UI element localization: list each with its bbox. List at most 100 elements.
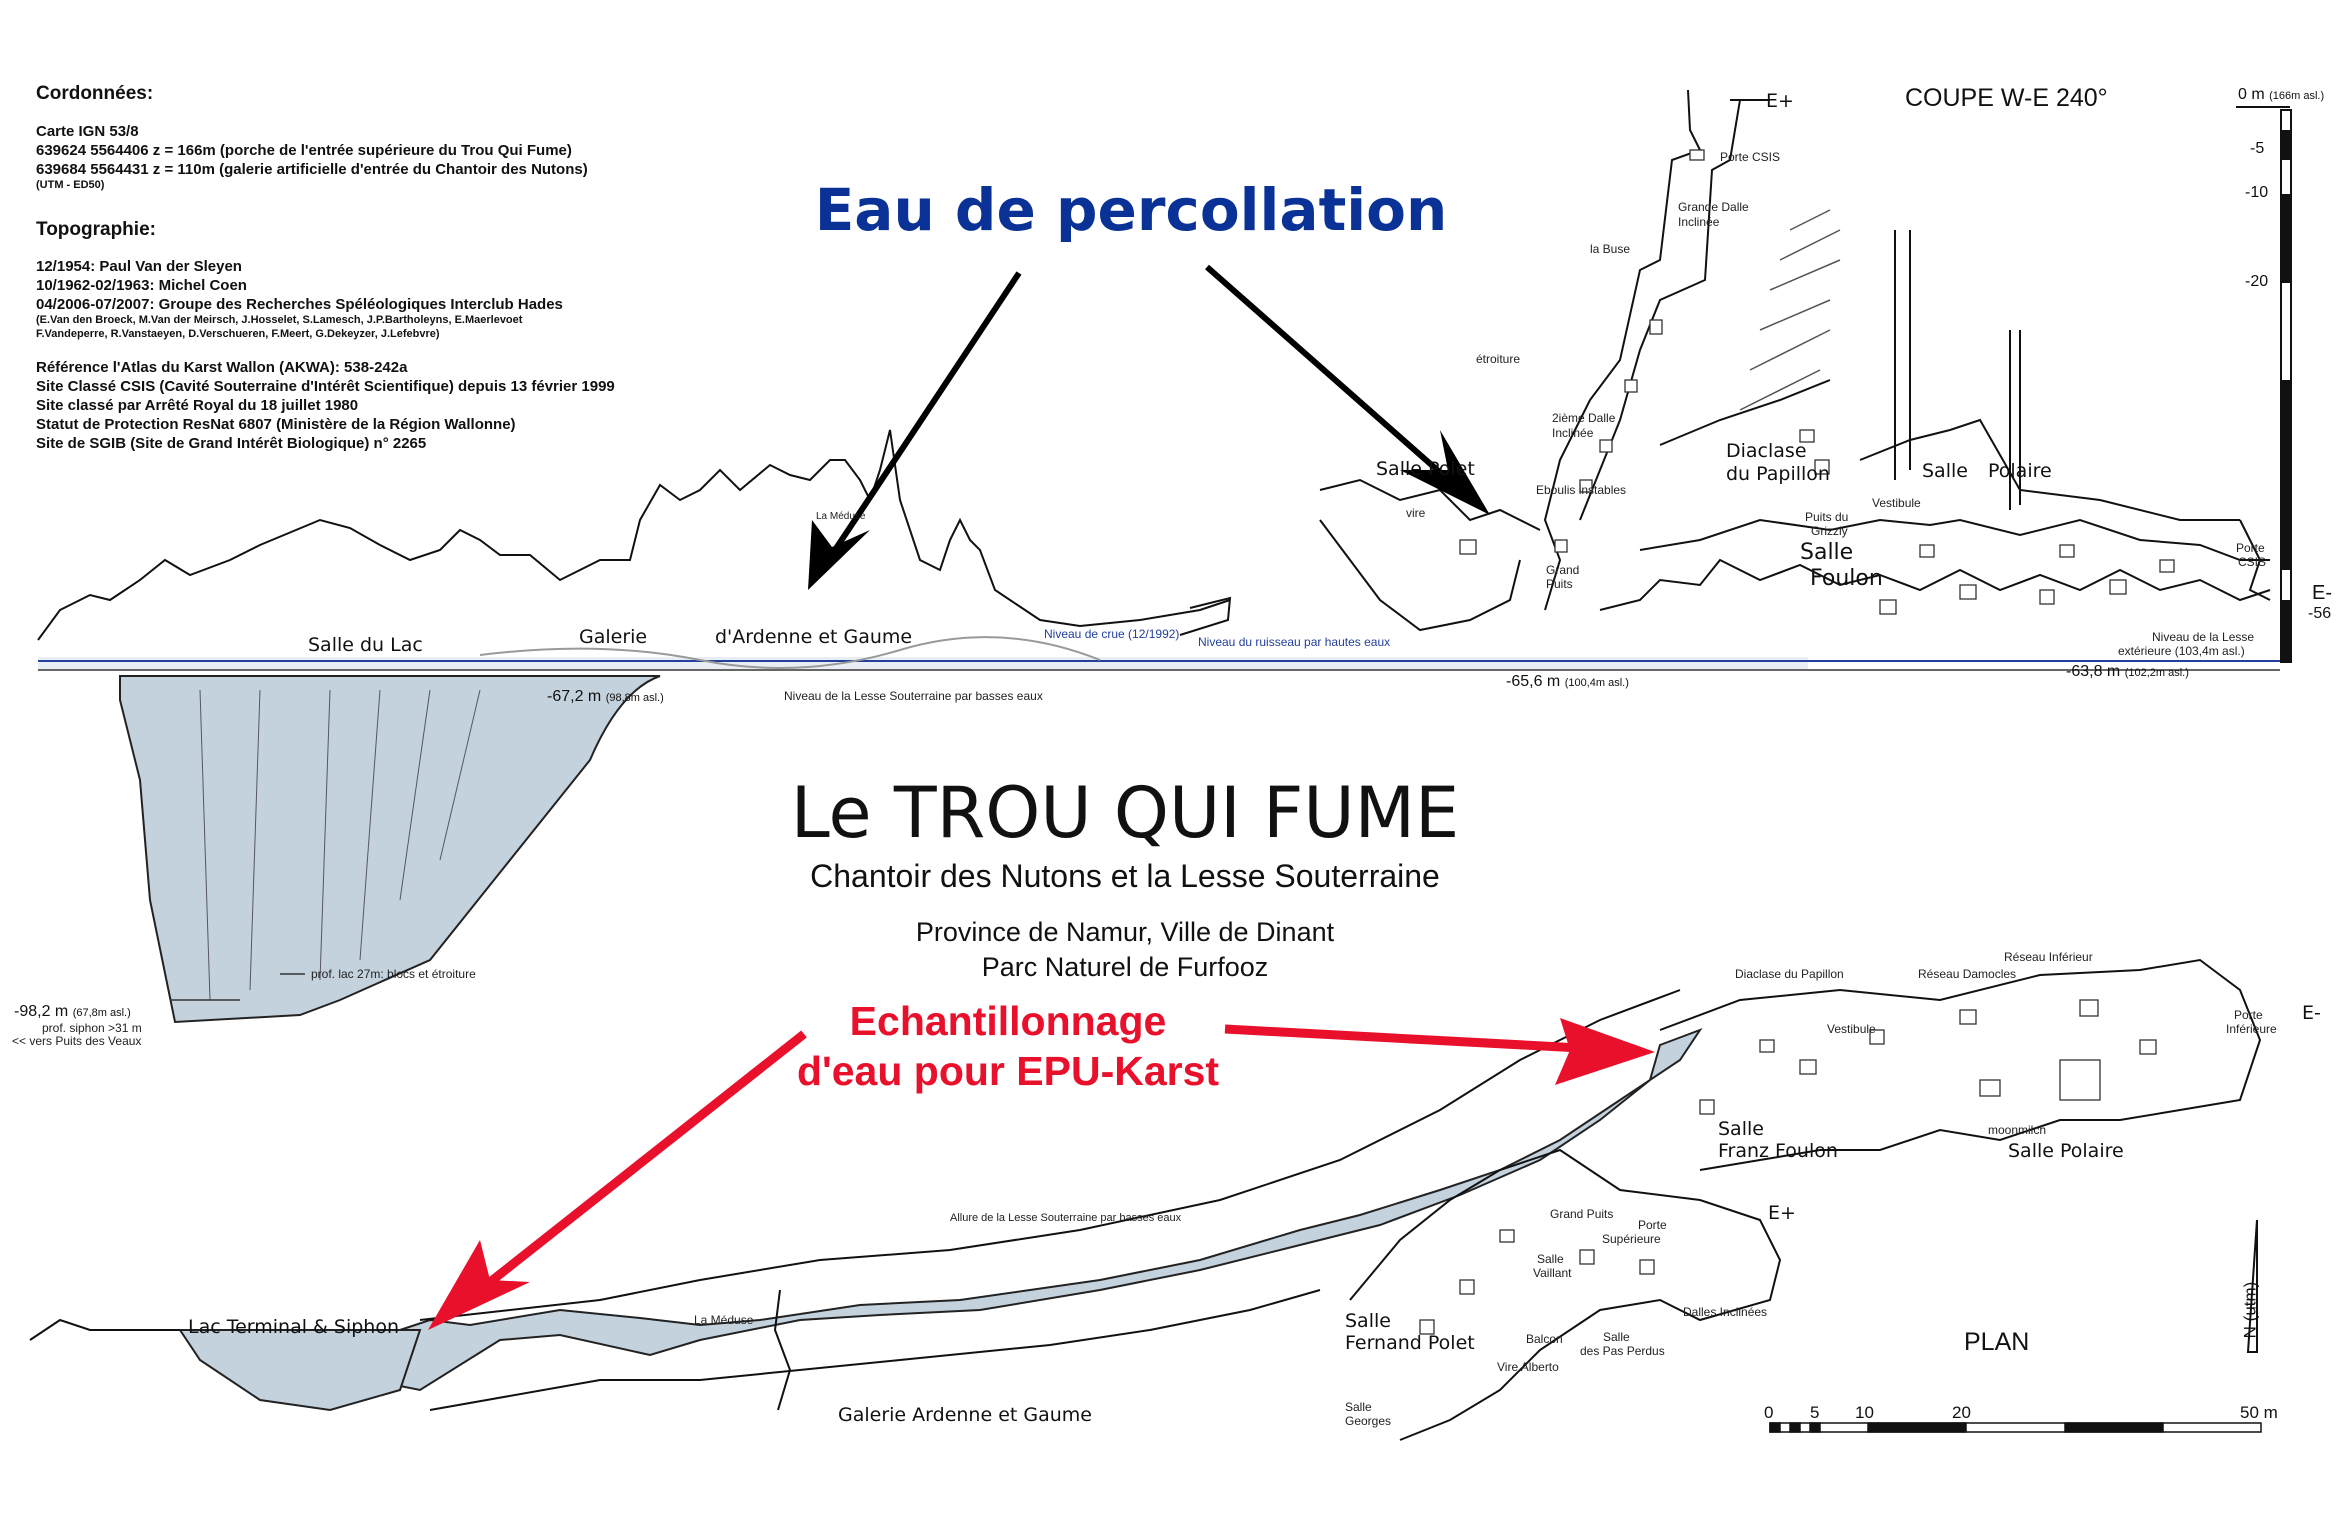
cave-label: Inclinée [1678,215,1720,229]
depth-value: -98,2 m [14,1003,69,1020]
room-label: Salle [1718,1118,1764,1140]
plan-label: Dalles Inclinées [1683,1305,1768,1319]
depth-value: -65,6 m [1506,673,1561,690]
room-label: Galerie Ardenne et Gaume [838,1404,1092,1426]
depth-asl: (67,8m asl.) [72,1007,131,1019]
map-reference: Carte IGN 53/8 [36,123,139,140]
north-arrow-icon [2246,1219,2258,1353]
plan-label: Georges [1345,1414,1392,1428]
cave-label: Inclinée [1552,426,1594,440]
cave-label: Grizzly [1811,524,1848,538]
cave-label: Salle Polet [1376,458,1475,480]
scale-zero: 0 m (166m asl.) [2238,86,2324,104]
plan-title: PLAN [1964,1328,2030,1356]
depth-label: -98,2 m (67,8m asl.) [14,1003,131,1021]
park-line: Parc Naturel de Furfooz [981,952,1269,982]
plan-label: Allure de la Lesse Souterraine par basse… [950,1212,1182,1224]
plan-label: Vaillant [1533,1266,1572,1280]
north-label: N (utm) [2240,1281,2260,1339]
scale-tick: -5 [2250,140,2265,157]
plan-label: des Pas Perdus [1580,1344,1665,1358]
coordinate-line: 639624 5564406 z = 166m (porche de l'ent… [36,142,572,159]
cave-label: 2ième Dalle [1552,411,1616,425]
cave-label: La Méduse [816,511,866,522]
plan-label: Diaclase du Papillon [1735,967,1844,981]
cave-label: Niveau de la Lesse [2152,630,2255,644]
cave-label: Polaire [1988,460,2052,482]
scale-zero-asl: (166m asl.) [2269,90,2325,102]
subtitle: Chantoir des Nutons et la Lesse Souterra… [810,858,1440,894]
plan-label: Salle [1345,1400,1372,1414]
room-label: Lac Terminal & Siphon [188,1316,400,1338]
lake-salle-du-lac [119,675,661,1024]
sampling-annotation-line1: Echantillonnage [849,998,1167,1044]
room-label: Salle Polaire [2008,1140,2124,1162]
cave-label: CSIS [2238,555,2267,569]
plan-label: Salle [1537,1252,1564,1266]
room-label: Franz Foulon [1718,1140,1838,1162]
cave-label: Diaclase [1726,440,1807,462]
scale-tick: -56 [2308,605,2332,622]
water-level-label: Niveau de crue (12/1992) [1044,627,1180,641]
location-line: Province de Namur, Ville de Dinant [915,917,1335,947]
cave-label: la Buse [1590,242,1631,256]
cave-label: Salle [1922,460,1968,482]
coupe-section-outline [37,89,2271,641]
cave-label: vire [1406,506,1426,520]
depth-value: -63,8 m [2066,663,2121,680]
coordinates-heading: Cordonnées: [36,83,154,104]
plan-scale-bar [1769,1422,2262,1433]
reference-line: Référence l'Atlas du Karst Wallon (AKWA)… [36,359,408,376]
sampling-arrows [428,1018,1655,1330]
cave-label: d'Ardenne et Gaume [715,626,913,648]
boulders [1459,149,2175,615]
survey-line: 12/1954: Paul Van der Sleyen [36,258,242,275]
sampling-annotation-line2: d'eau pour EPU-Karst [796,1048,1220,1094]
percolation-annotation: Eau de percollation [814,176,1448,244]
scale-tick: 10 [1855,1403,1874,1422]
cave-label: Salle [1800,540,1854,565]
plan-outline [29,958,2262,1441]
cave-label: prof. siphon >31 m [42,1021,142,1035]
reference-line: Site Classé CSIS (Cavité Souterraine d'I… [36,378,615,395]
plan-label: Balcon [1526,1332,1563,1346]
cave-label: Vestibule [1872,496,1921,510]
depth-value: -67,2 m [547,688,602,705]
plan-label: Supérieure [1602,1232,1661,1246]
plan-label: Inférieure [2226,1022,2277,1036]
cave-label: Salle du Lac [308,634,423,656]
room-label: Fernand Polet [1345,1332,1475,1354]
rock-strata [1739,209,1841,411]
cave-label: Galerie [579,626,648,648]
topography-heading: Topographie: [36,219,156,240]
exit-marker: E- [2312,582,2332,604]
cave-label: du Papillon [1726,463,1830,485]
scale-zero-value: 0 m [2238,86,2265,103]
plan-label: Vire Alberto [1497,1360,1559,1374]
depth-asl: (98,8m asl.) [605,692,664,704]
survey-names: (E.Van den Broeck, M.Van der Meirsch, J.… [36,314,523,326]
scale-tick: -10 [2245,184,2269,201]
cave-label: Puits [1546,577,1573,591]
scale-tick: 20 [1952,1403,1971,1422]
plan-label: Réseau Inférieur [2004,950,2093,964]
coordinate-line: 639684 5564431 z = 110m (galerie artific… [36,161,588,178]
scale-tick: 5 [1810,1403,1820,1422]
reference-line: Site classé par Arrêté Royal du 18 juill… [36,397,359,414]
page-title: Le TROU QUI FUME [790,772,1460,854]
depth-label: -65,6 m (100,4m asl.) [1506,673,1629,691]
cave-label: prof. lac 27m: blocs et étroiture [311,967,476,981]
cave-label: Niveau de la Lesse Souterraine par basse… [784,689,1043,703]
room-label: Salle [1345,1310,1391,1332]
depth-label: -67,2 m (98,8m asl.) [547,688,664,706]
section-title: COUPE W-E 240° [1905,84,2108,112]
cave-label: Grande Dalle [1678,200,1749,214]
cave-label: << vers Puits des Veaux [12,1034,142,1048]
plan-label: E+ [1768,1202,1796,1224]
cave-label: Foulon [1810,566,1883,591]
plan-label: Vestibule [1827,1022,1876,1036]
coordinate-system: (UTM - ED50) [36,179,105,191]
entrance-marker: E+ [1766,90,1794,112]
plan-label: Salle [1603,1330,1630,1344]
